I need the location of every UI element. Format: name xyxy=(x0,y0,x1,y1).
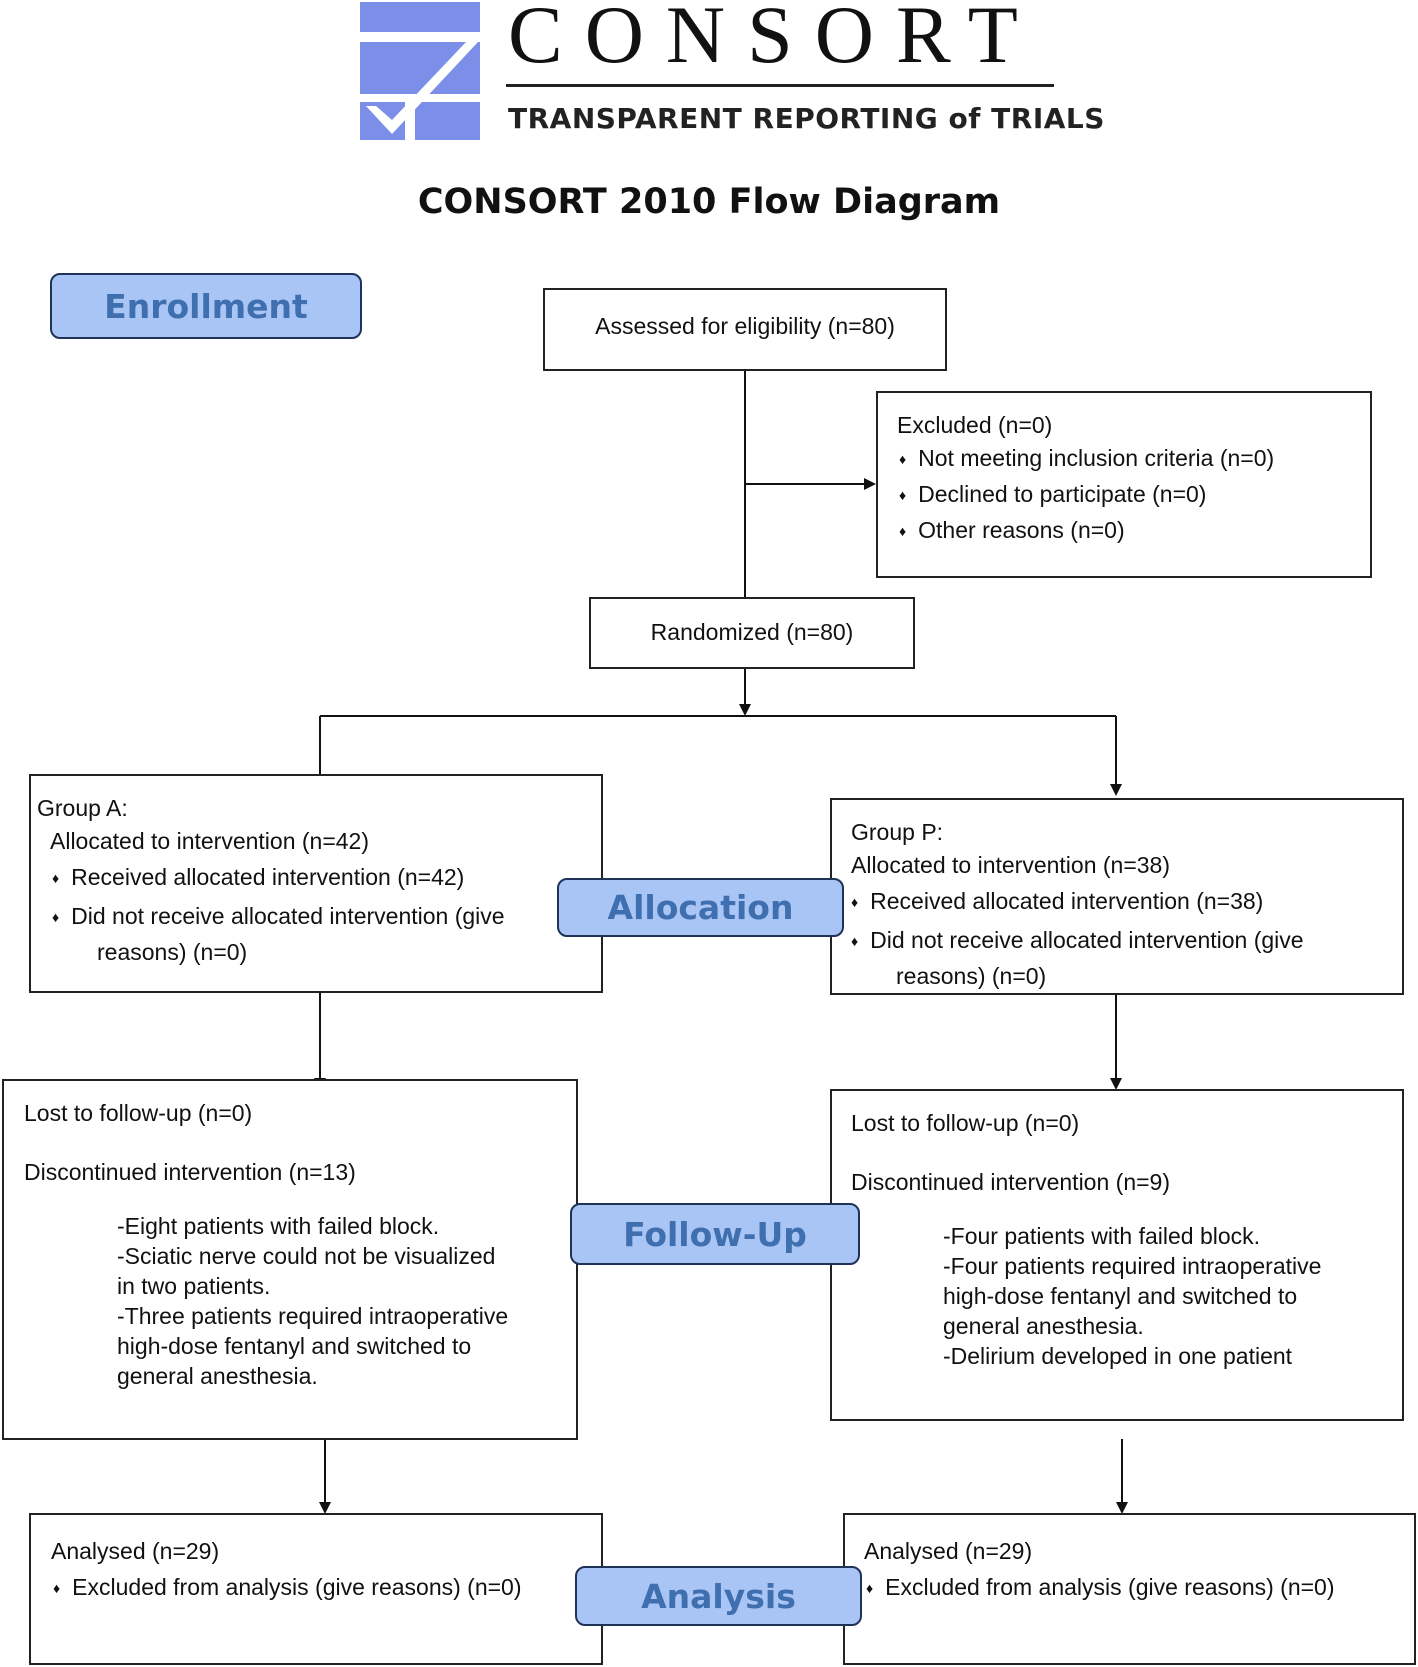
group-a-received: Received allocated intervention (n=42) xyxy=(52,861,601,897)
group-a-reason: in two patients. xyxy=(117,1273,271,1299)
stage-label-analysis: Analysis xyxy=(575,1566,862,1626)
group-a-followup-box: Lost to follow-up (n=0) Discontinued int… xyxy=(2,1079,578,1440)
randomized-box: Randomized (n=80) xyxy=(589,597,915,669)
group-a-allocated: Allocated to intervention (n=42) xyxy=(50,828,370,854)
group-a-allocation-box: Group A: Allocated to intervention (n=42… xyxy=(29,774,603,993)
group-p-analysis-excluded: Excluded from analysis (give reasons) (n… xyxy=(866,1571,1414,1607)
group-p-allocated: Allocated to intervention (n=38) xyxy=(851,852,1171,878)
logo-divider xyxy=(506,84,1054,87)
group-a-analysis-excluded: Excluded from analysis (give reasons) (n… xyxy=(53,1571,601,1607)
group-a-reason: -Sciatic nerve could not be visualized xyxy=(117,1243,496,1269)
group-p-followup-box: Lost to follow-up (n=0) Discontinued int… xyxy=(830,1089,1404,1421)
group-a-lost: Lost to follow-up (n=0) xyxy=(24,1100,253,1126)
group-a-reason: general anesthesia. xyxy=(117,1363,318,1389)
group-p-received: Received allocated intervention (n=38) xyxy=(851,885,1402,921)
consort-logo-mark-icon xyxy=(360,2,480,140)
assessed-box: Assessed for eligibility (n=80) xyxy=(543,288,947,371)
group-p-analysed: Analysed (n=29) xyxy=(864,1538,1033,1564)
group-a-reason: -Eight patients with failed block. xyxy=(117,1213,440,1239)
group-a-reason: high-dose fentanyl and switched to xyxy=(117,1333,472,1359)
excluded-item: Other reasons (n=0) xyxy=(899,514,1370,550)
group-p-discontinued-reasons: -Four patients with failed block. -Four … xyxy=(943,1221,1402,1371)
group-a-title: Group A: xyxy=(37,795,128,821)
diagram-title: CONSORT 2010 Flow Diagram xyxy=(417,182,1001,222)
excluded-title: Excluded (n=0) xyxy=(897,412,1053,438)
assessed-text: Assessed for eligibility (n=80) xyxy=(595,313,895,339)
group-p-allocation-box: Group P: Allocated to intervention (n=38… xyxy=(830,798,1404,995)
group-a-discontinued: Discontinued intervention (n=13) xyxy=(24,1159,356,1185)
group-a-analysed: Analysed (n=29) xyxy=(51,1538,220,1564)
consort-tagline: TRANSPARENT REPORTING of TRIALS xyxy=(508,102,1105,135)
excluded-item: Declined to participate (n=0) xyxy=(899,478,1370,514)
group-a-analysis-box: Analysed (n=29) Excluded from analysis (… xyxy=(29,1513,603,1665)
stage-label-allocation: Allocation xyxy=(557,878,844,937)
excluded-item: Not meeting inclusion criteria (n=0) xyxy=(899,442,1370,478)
group-p-reason: -Four patients required intraoperative xyxy=(943,1253,1322,1279)
group-p-reason: general anesthesia. xyxy=(943,1313,1144,1339)
group-p-reason: high-dose fentanyl and switched to xyxy=(943,1283,1298,1309)
group-p-not-received-reasons: reasons) (n=0) xyxy=(896,963,1047,989)
group-a-not-received-reasons: reasons) (n=0) xyxy=(97,939,248,965)
excluded-box: Excluded (n=0) Not meeting inclusion cri… xyxy=(876,391,1372,578)
group-p-analysis-box: Analysed (n=29) Excluded from analysis (… xyxy=(843,1513,1416,1665)
group-a-not-received: Did not receive allocated intervention (… xyxy=(52,900,601,936)
group-a-discontinued-reasons: -Eight patients with failed block. -Scia… xyxy=(117,1211,576,1391)
stage-label-enrollment: Enrollment xyxy=(50,273,362,339)
group-p-reason: -Four patients with failed block. xyxy=(943,1223,1261,1249)
stage-label-follow-up: Follow-Up xyxy=(570,1203,860,1265)
group-p-lost: Lost to follow-up (n=0) xyxy=(851,1110,1080,1136)
group-p-reason: -Delirium developed in one patient xyxy=(943,1343,1293,1369)
randomized-text: Randomized (n=80) xyxy=(650,619,854,645)
group-a-reason: -Three patients required intraoperative xyxy=(117,1303,509,1329)
consort-wordmark: CONSORT xyxy=(508,0,1040,80)
group-p-not-received: Did not receive allocated intervention (… xyxy=(851,924,1402,960)
group-p-discontinued: Discontinued intervention (n=9) xyxy=(851,1169,1170,1195)
group-p-title: Group P: xyxy=(851,819,944,845)
